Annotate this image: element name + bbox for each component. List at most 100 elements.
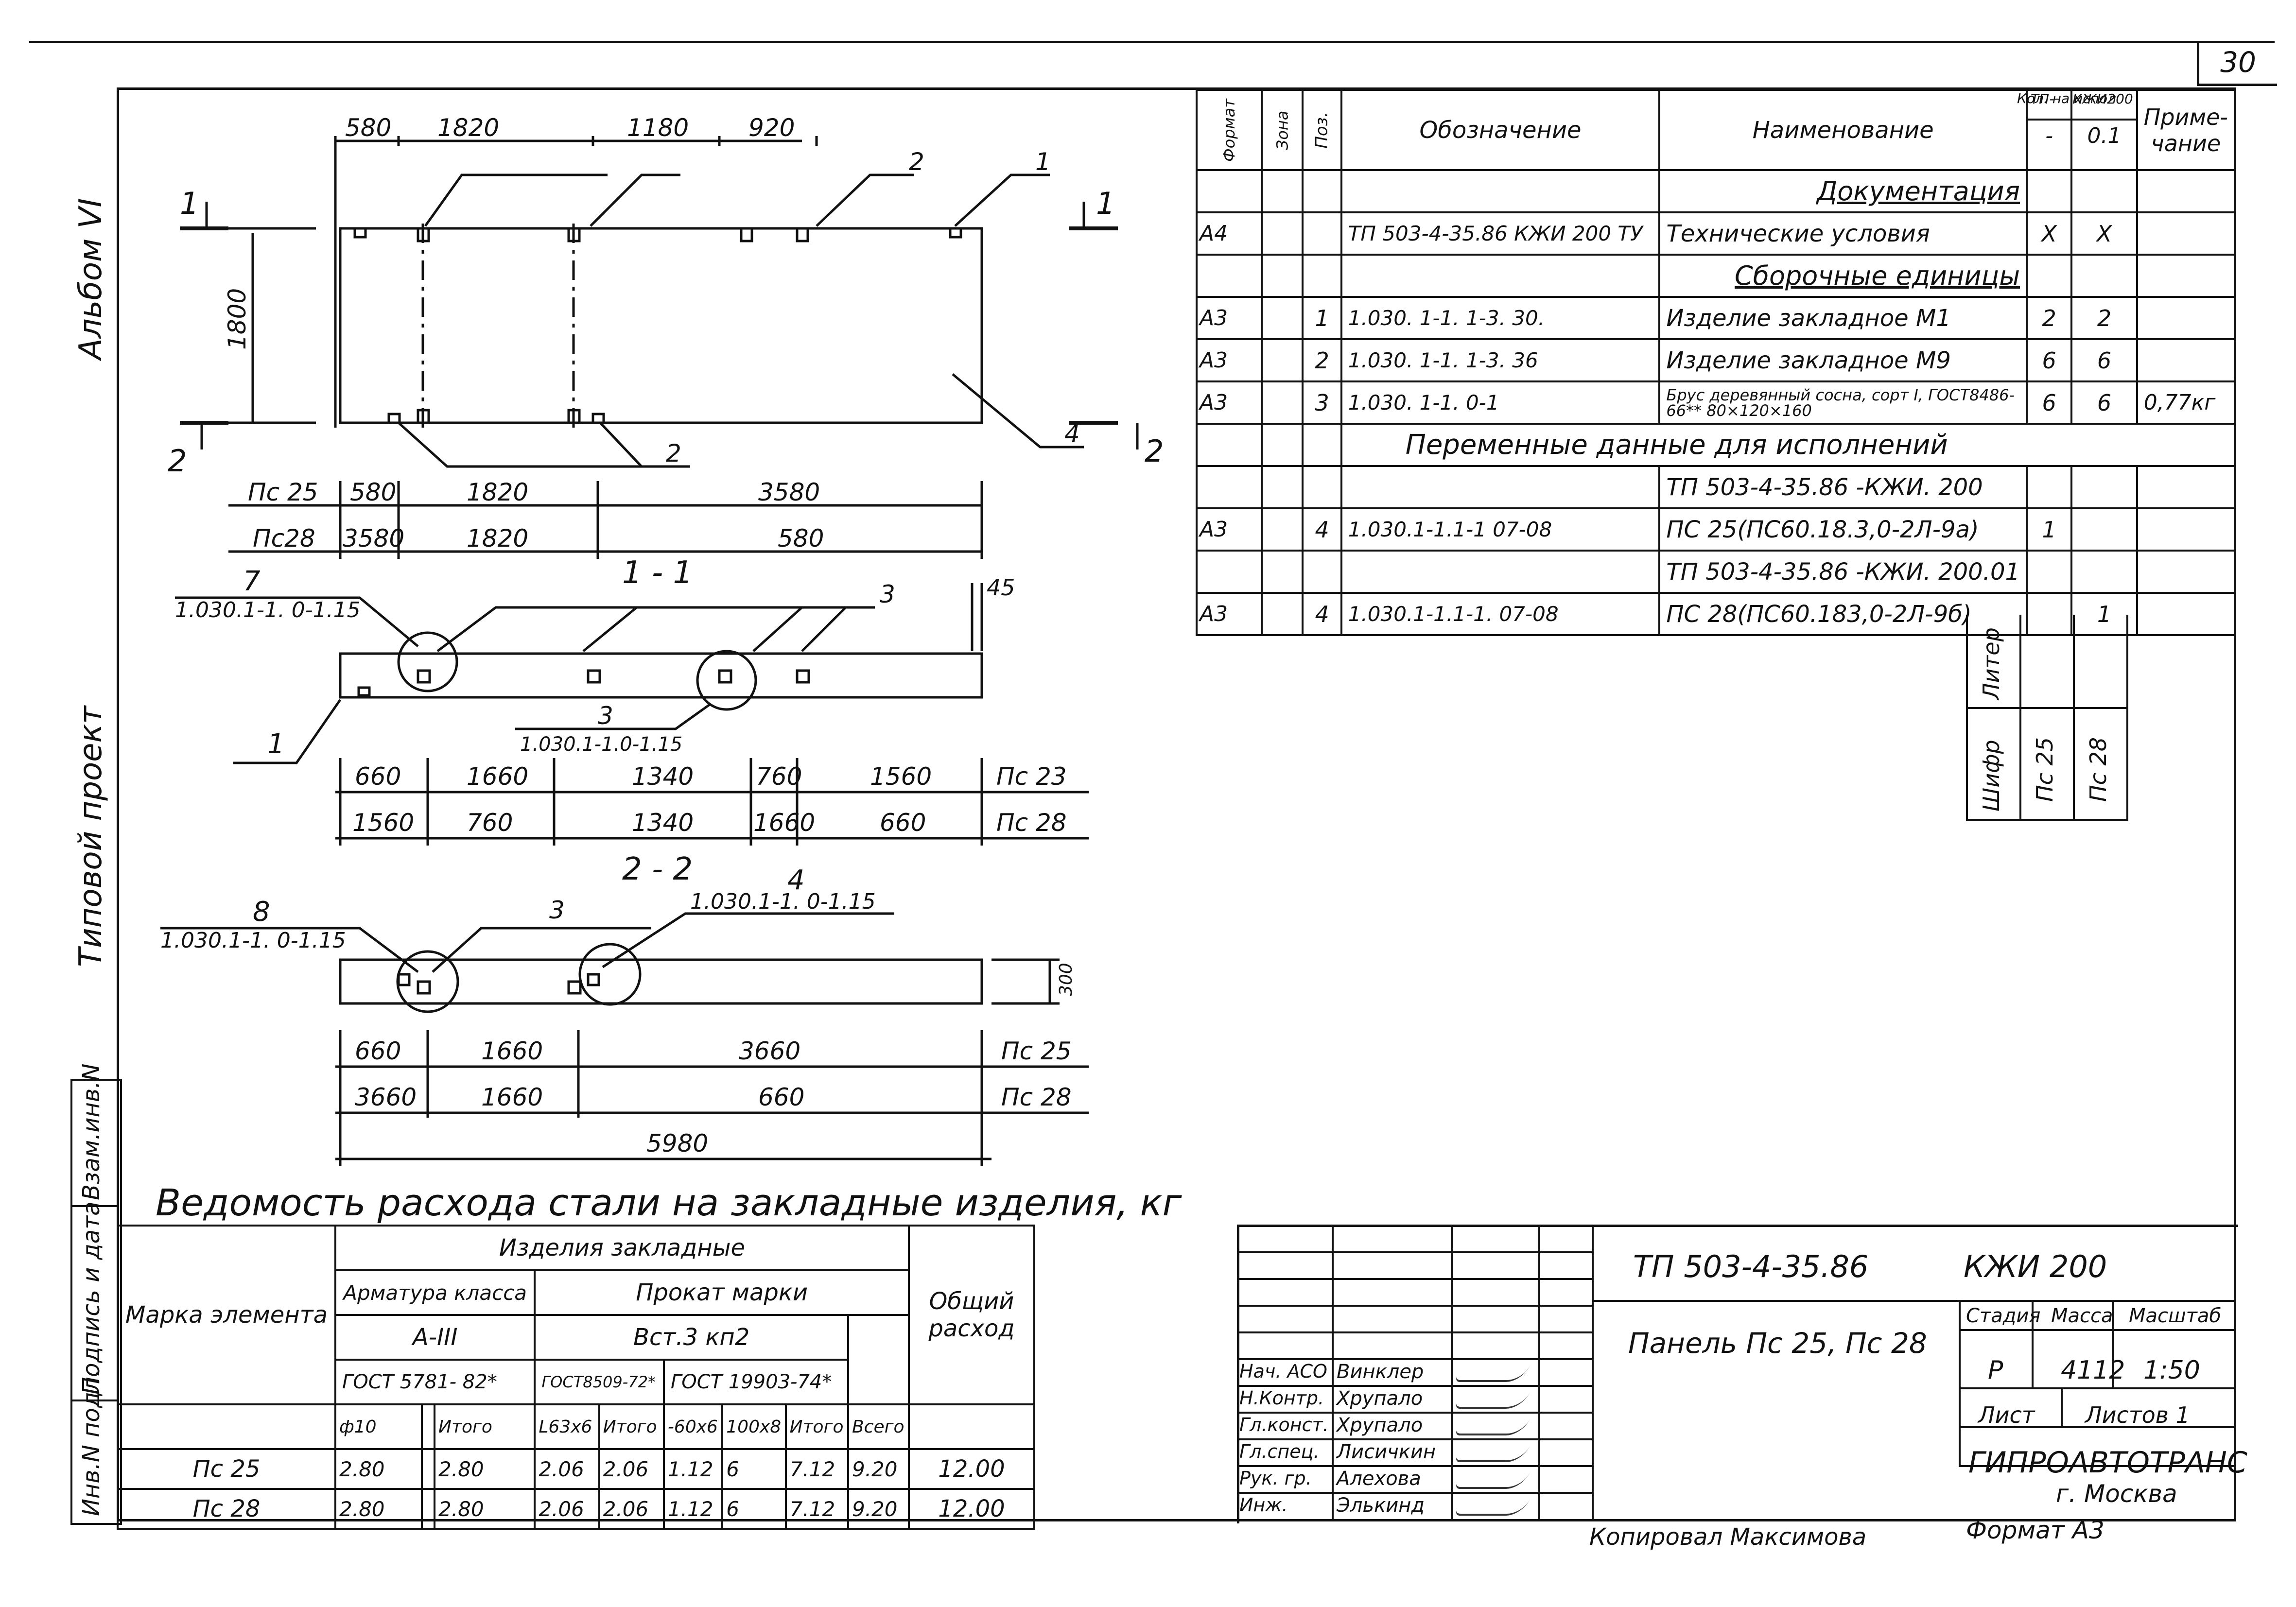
- steel-group-header: Изделия закладные: [334, 1225, 910, 1271]
- spec-cell-pos: 1: [1302, 296, 1342, 340]
- stamp-role: Рук. гр.: [1239, 1468, 1312, 1489]
- steel-value: 7.12: [784, 1448, 849, 1490]
- s11-pc28-dim: 1340: [632, 809, 694, 837]
- spec-cell-designation: 1.030.1-1.1-1 07-08: [1340, 507, 1661, 552]
- steel-value: 2.80: [334, 1448, 423, 1490]
- spec-cell-name: Технические условия: [1658, 211, 2028, 256]
- spec-cell-zone: [1260, 592, 1304, 636]
- s22-pc28-dim: 1660: [481, 1083, 543, 1111]
- spec-cell-zone: [1260, 550, 1304, 594]
- spec-cell-q1: [2026, 550, 2073, 594]
- spec-cell-designation: 1.030.1-1.1-1. 07-08: [1340, 592, 1661, 636]
- stamp-role: Гл.спец.: [1239, 1441, 1320, 1462]
- spec-cell-format: [1196, 423, 1263, 467]
- s22-pc25-dim: 1660: [481, 1037, 543, 1065]
- callout-7-ref: 1.030.1-1. 0-1.15: [175, 598, 361, 622]
- steel-gost-1: ГОСТ 5781- 82*: [334, 1359, 536, 1405]
- callout-3-ref: 1.030.1-1.0-1.15: [520, 733, 682, 756]
- spec-cell-q2: [2070, 550, 2138, 594]
- spec-cell-q2: [2070, 169, 2138, 213]
- steel-gost-2: ГОСТ8509-72*: [534, 1359, 665, 1405]
- stamp-line: [2112, 1300, 2114, 1387]
- plan-row-pc25-label: Пс 25: [248, 478, 318, 506]
- spec-cell-q2: 6: [2070, 338, 2138, 382]
- stamp-doc: КЖИ 200: [1964, 1249, 2107, 1284]
- section-2-2-title: 2 - 2: [622, 851, 693, 887]
- s11-pc28-dim: 1660: [753, 809, 815, 837]
- steel-sub-header: -60х6: [662, 1403, 724, 1450]
- spec-cell-pos: [1302, 465, 1342, 509]
- spec-cell-zone: [1260, 380, 1304, 425]
- spec-cell-zone: [1260, 169, 1304, 213]
- spec-cell-note: [2136, 211, 2236, 256]
- spec-cell-q2: 6: [2070, 380, 2138, 425]
- steel-class-a3: А-III: [334, 1314, 536, 1361]
- spec-cell-q2: [2070, 465, 2138, 509]
- plan-pos-1: 1: [1035, 148, 1051, 176]
- steel-value: 6: [721, 1488, 787, 1530]
- steel-sub-header: Итого: [598, 1403, 665, 1450]
- plan-row-pc25-dim: 1820: [467, 478, 528, 506]
- plan-dim-580: 580: [345, 114, 391, 142]
- steel-value: 2.80: [434, 1488, 536, 1530]
- callout-7-num: 7: [243, 566, 261, 597]
- stamp-line: [1237, 1331, 1592, 1333]
- section-1-1-pos-3: 3: [880, 580, 895, 608]
- top-rule: [29, 41, 2275, 43]
- stamp-line: [1959, 1329, 2236, 1331]
- stamp-line: [1959, 1387, 2236, 1389]
- spec-cell-designation: 1.030. 1-1. 1-3. 36: [1340, 338, 1661, 382]
- stamp-line: [1959, 1465, 2236, 1467]
- steel-sub-header: L63х6: [534, 1403, 600, 1450]
- steel-rolled: Прокат марки: [534, 1269, 910, 1316]
- spec-row: ТП 503-4-35.86 -КЖИ. 200.01: [1196, 550, 2236, 594]
- steel-value: 2.06: [534, 1448, 600, 1490]
- s11-pc28-label: Пс 28: [996, 809, 1067, 837]
- stamp-person-name: Алехова: [1337, 1468, 1421, 1490]
- plan-pos-2a: 2: [909, 148, 924, 176]
- callout-8-ref: 1.030.1-1. 0-1.15: [160, 928, 346, 953]
- spec-cell-note: [2136, 592, 2236, 636]
- copied-by: Копировал Максимова: [1589, 1523, 1867, 1551]
- s11-pc28-dim: 660: [880, 809, 926, 837]
- spec-cell-pos: [1302, 254, 1342, 298]
- section-mark-2-right: 2: [1145, 433, 1164, 469]
- plan-row-pc28-dim: 3580: [343, 524, 404, 553]
- frame-top: [117, 87, 2236, 90]
- spec-cell-zone: [1260, 423, 1304, 467]
- steel-sub-header: Итого: [434, 1403, 536, 1450]
- stamp-line: [1237, 1358, 1592, 1360]
- steel-value: [421, 1448, 436, 1490]
- spec-cell-format: [1196, 169, 1263, 213]
- stamp-role: Гл.конст.: [1239, 1414, 1329, 1435]
- spec-cell-name: Изделие закладное М1: [1658, 296, 2028, 340]
- spec-cell-designation: 1.030. 1-1. 1-3. 30.: [1340, 296, 1661, 340]
- spec-cell-pos: 4: [1302, 507, 1342, 552]
- stamp-role: Инж.: [1239, 1494, 1288, 1516]
- spec-h-zone: Зона: [1260, 89, 1304, 171]
- stamp-line: [1332, 1225, 1334, 1521]
- spec-h-qty-b: КЖИ200 0.1: [2070, 89, 2138, 171]
- spec-cell-note: [2136, 169, 2236, 213]
- spec-cell-q2: [2070, 254, 2138, 298]
- steel-empty-cell: [847, 1314, 910, 1405]
- spec-cell-q1: 2: [2026, 296, 2073, 340]
- spec-cell-designation: [1340, 254, 1661, 298]
- spec-cell-format: А4: [1196, 211, 1263, 256]
- spec-cell-designation: 1.030. 1-1. 0-1: [1340, 380, 1661, 425]
- spec-cell-name: Сборочные единицы: [1658, 254, 2028, 298]
- s22-pc28-dim: 3660: [355, 1083, 417, 1111]
- steel-mark-header: Марка элемента: [117, 1225, 336, 1405]
- callout-4-ref: 1.030.1-1. 0-1.15: [690, 889, 876, 914]
- spec-cell-name: ТП 503-4-35.86 -КЖИ. 200.01: [1658, 550, 2028, 594]
- stamp-role: Нач. АСО: [1239, 1361, 1327, 1382]
- steel-vst: Вст.3 кп2: [534, 1314, 849, 1361]
- steel-value: 2.80: [434, 1448, 536, 1490]
- steel-sub-header: 100х8: [721, 1403, 787, 1450]
- spec-qty-top: Кол. на испол: [2017, 90, 2116, 106]
- spec-cell-pos: 4: [1302, 592, 1342, 636]
